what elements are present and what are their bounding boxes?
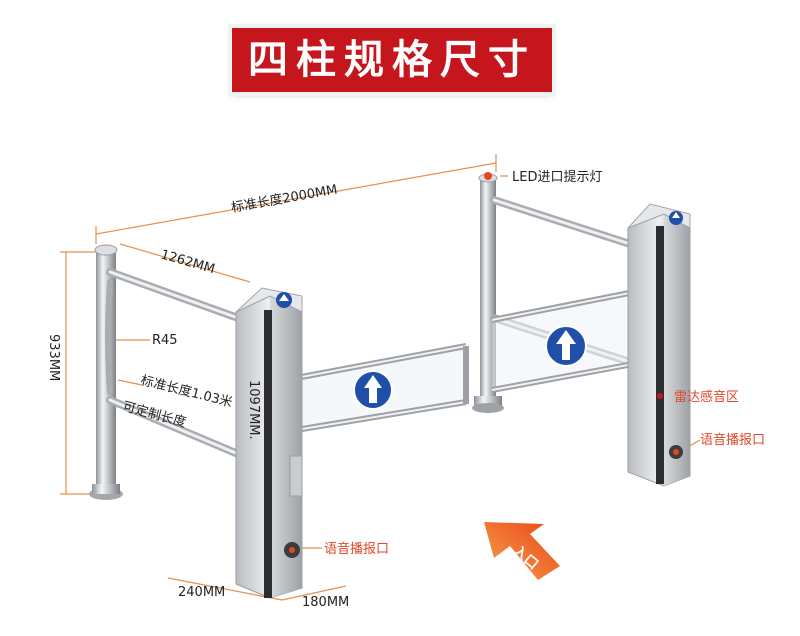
- base-depth-label: 180MM: [302, 595, 349, 610]
- up-arrow-sign-icon: [353, 370, 393, 410]
- total-length-label: 标准长度2000MM: [230, 182, 339, 216]
- radius-label: R45: [152, 333, 178, 348]
- custom-length-label: 可定制长度: [121, 398, 188, 430]
- radar-zone-label: 雷达感音区: [674, 389, 739, 405]
- gate-width-label: 1262MM: [159, 247, 217, 277]
- up-arrow-sign-icon: [545, 325, 587, 367]
- speaker-icon: [669, 445, 683, 459]
- led-light-label: LED进口提示灯: [512, 169, 602, 185]
- voice-port-left-label: 语音播报口: [324, 541, 389, 557]
- left-swing-arm: [295, 343, 469, 433]
- right-cabinet: [627, 203, 691, 487]
- right-swing-arm: [491, 285, 656, 393]
- voice-port-right-label: 语音播报口: [700, 432, 765, 448]
- base-width-label: 240MM: [178, 585, 225, 600]
- left-fixed-rails: [105, 268, 242, 458]
- radar-sensor-icon: [657, 393, 663, 399]
- banner-title: 四柱规格尺寸: [248, 37, 536, 83]
- arm-length-label: 标准长度1.03米: [139, 372, 234, 410]
- height-1097-label: 1097MM.: [246, 380, 261, 440]
- speaker-icon: [284, 542, 300, 558]
- title-banner: 四柱规格尺寸: [232, 28, 552, 92]
- height-933-label: 933MM: [46, 334, 61, 381]
- left-cabinet: [235, 287, 303, 599]
- led-indicator-icon: [484, 172, 492, 180]
- entrance-arrow-icon: 入口: [484, 522, 560, 580]
